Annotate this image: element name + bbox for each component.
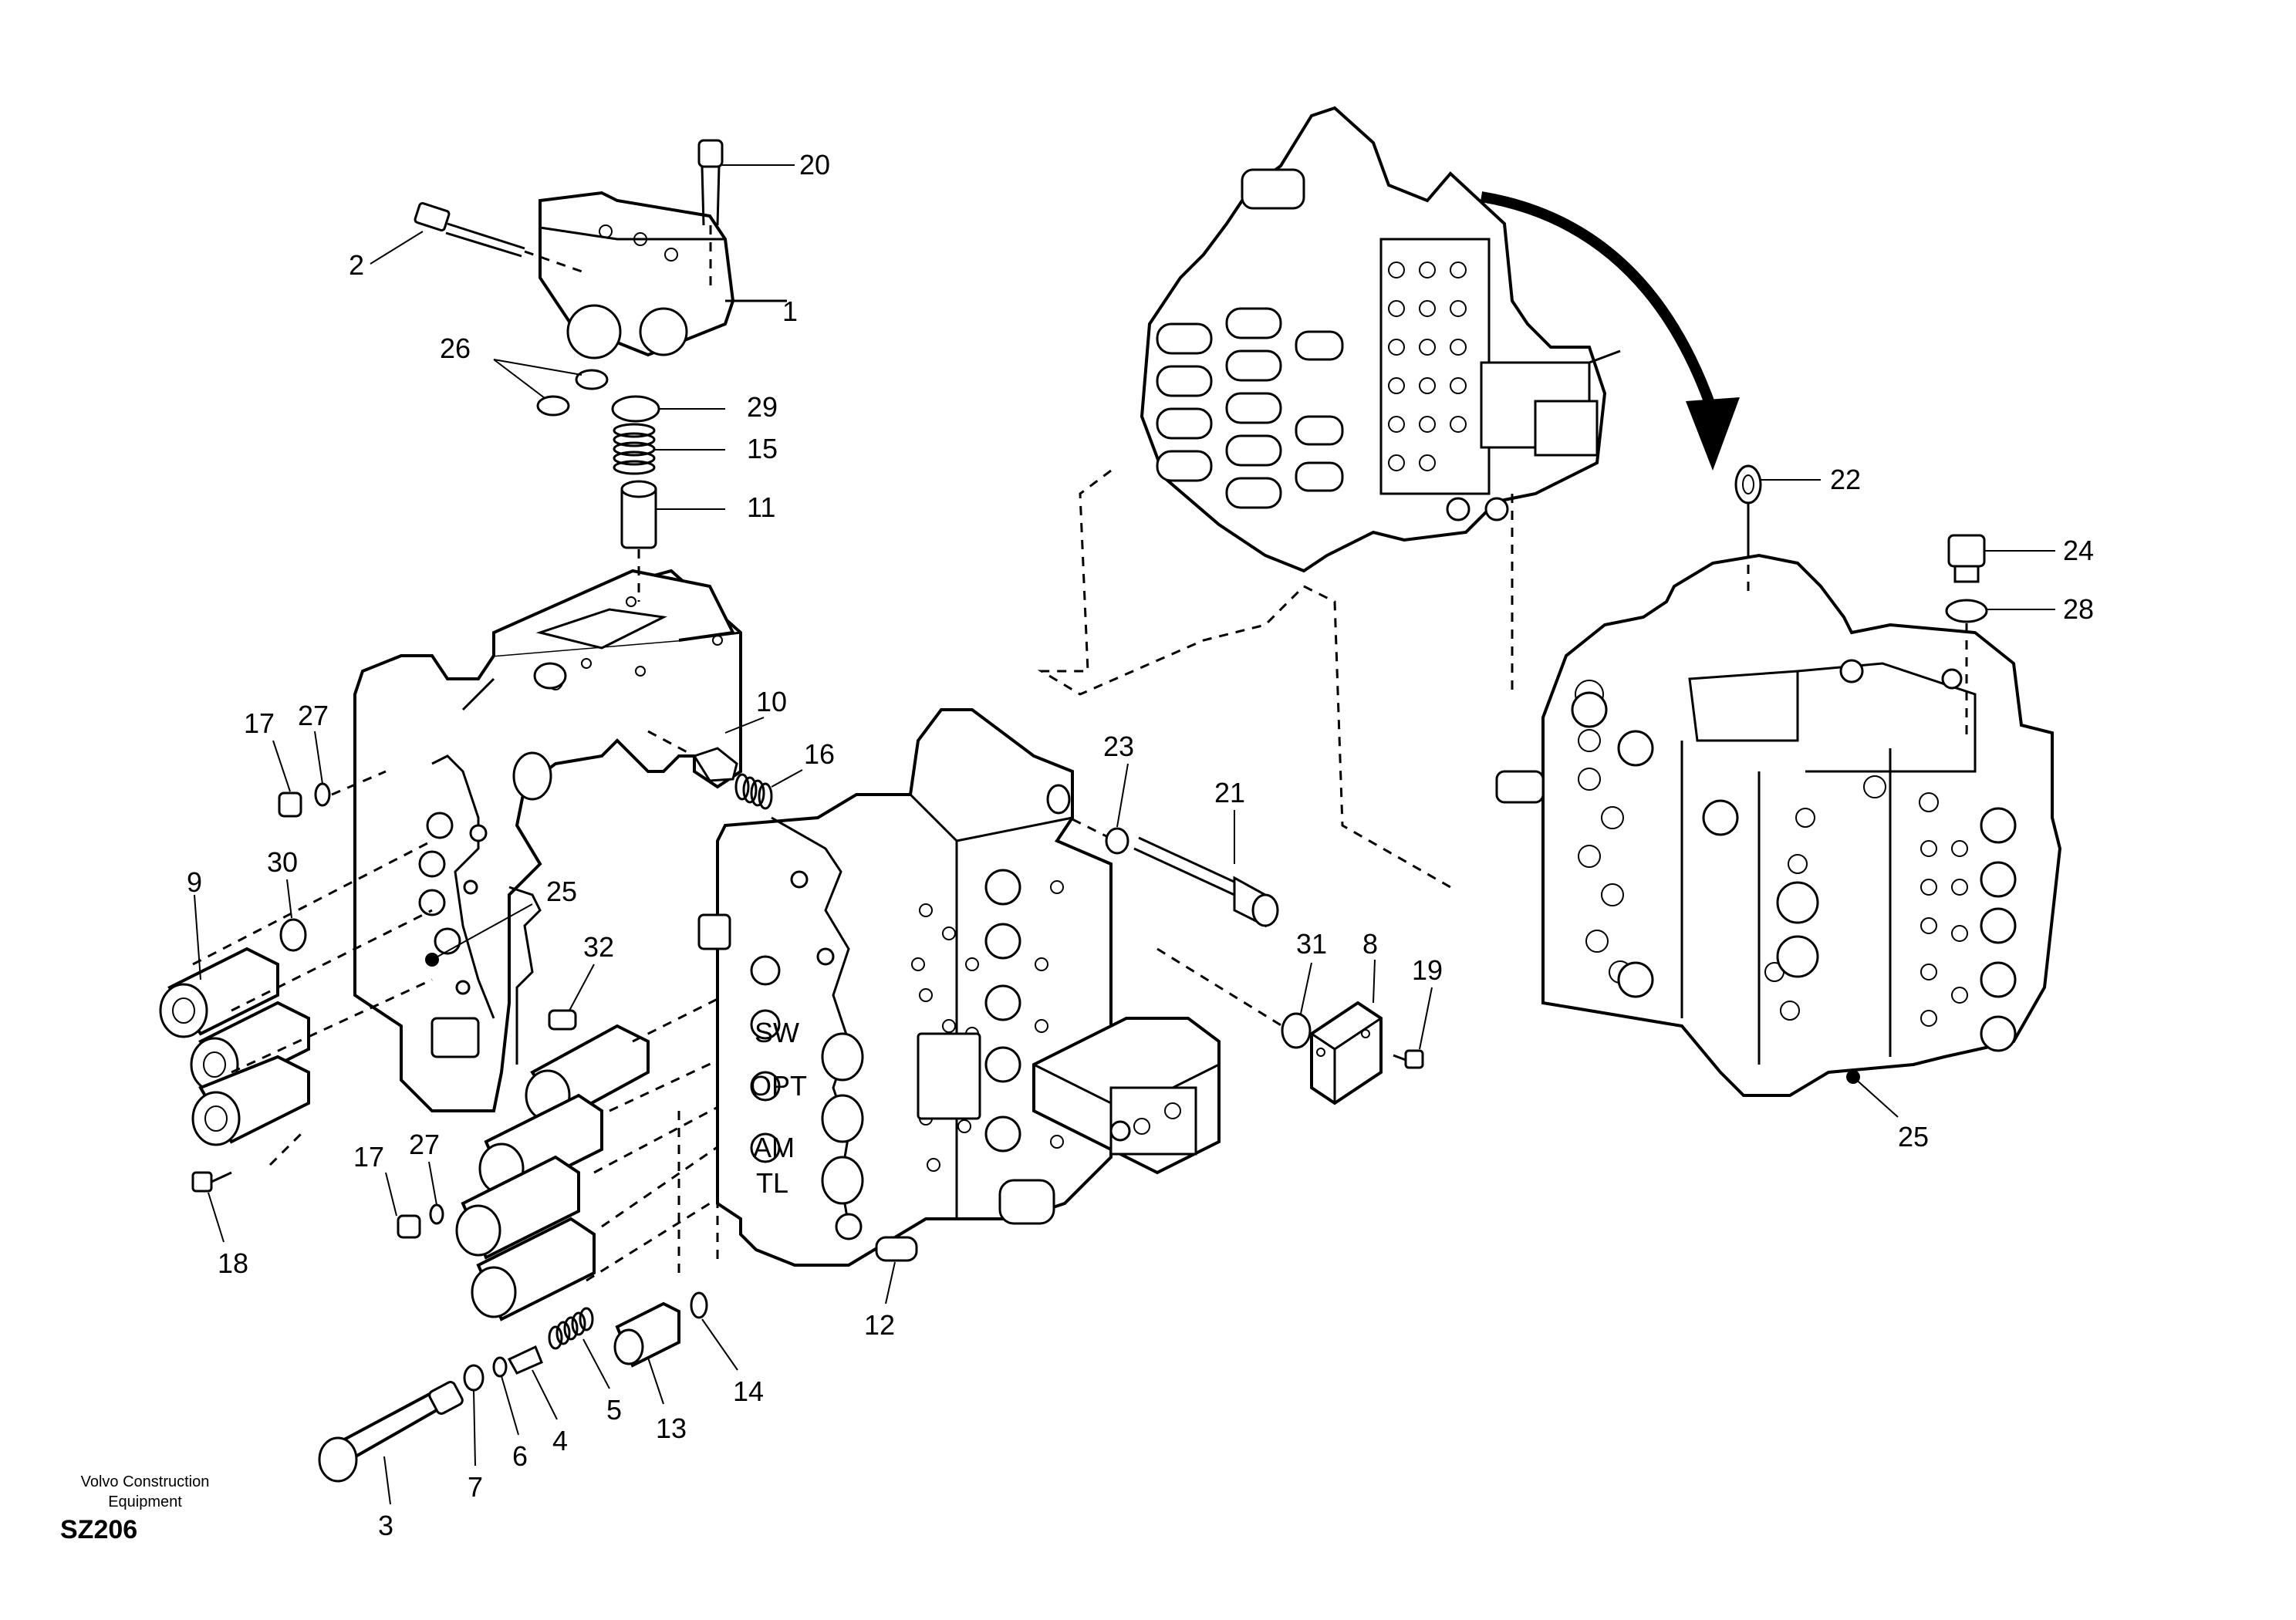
label-part-10: 10	[756, 686, 787, 717]
label-part-11: 11	[747, 491, 775, 523]
part-7-nut	[463, 1364, 485, 1466]
part-28-o-ring	[1945, 599, 2055, 741]
label-part-20: 20	[799, 149, 830, 181]
rotation-arrow-icon	[1480, 191, 1740, 471]
part-4-poppet	[507, 1345, 558, 1420]
valve-body-section-left	[353, 569, 742, 1112]
part-9-spool-caps	[159, 894, 310, 1146]
part-16-spring	[734, 769, 803, 810]
part-32-plug	[548, 964, 595, 1031]
label-part-17-lower: 17	[353, 1141, 384, 1173]
part-29-o-ring	[611, 395, 725, 423]
part-3-adjuster	[318, 1381, 464, 1505]
part-17-plug-lower	[385, 1172, 421, 1239]
label-part-26: 26	[440, 332, 471, 364]
part-24-plug	[1947, 534, 2055, 583]
part-17-plug-upper	[272, 740, 302, 818]
part-8-cover-plate	[1310, 959, 1383, 1105]
label-part-29: 29	[747, 391, 778, 423]
label-part-9: 9	[187, 866, 202, 898]
label-part-14: 14	[733, 1375, 764, 1407]
part-labels: 1 2 3 4 5 6 7 8 9 10 11 12 13 14 15 16 1…	[187, 149, 2094, 1541]
part-27-o-ring-lower	[428, 1161, 444, 1225]
label-part-5: 5	[606, 1394, 622, 1426]
valve-top-plate	[492, 569, 736, 690]
center-spool-caps	[455, 1024, 650, 1321]
label-part-32: 32	[583, 931, 614, 963]
part-5-spring	[548, 1307, 610, 1389]
part-14-o-ring	[690, 1291, 738, 1371]
part-11-spool	[620, 480, 725, 602]
port-mark-am: AM	[753, 1132, 795, 1163]
label-part-25-right: 25	[1898, 1121, 1929, 1153]
assembled-valve-right-view	[1495, 553, 2062, 1118]
part-30-o-ring	[279, 879, 307, 952]
label-part-4: 4	[552, 1425, 568, 1456]
part-26-o-rings	[493, 359, 609, 417]
port-mark-sw: SW	[755, 1017, 799, 1048]
part-18-bolt	[191, 1171, 232, 1243]
label-part-23: 23	[1103, 731, 1134, 762]
label-part-8: 8	[1362, 928, 1378, 960]
valve-body-section-center: SW OPT AM TL	[697, 708, 1113, 1267]
part-2-bolt	[370, 201, 587, 275]
label-part-28: 28	[2063, 593, 2094, 625]
part-6-o-ring	[492, 1356, 519, 1436]
label-part-18: 18	[218, 1247, 248, 1279]
part-13-plug	[613, 1301, 680, 1405]
label-part-27-upper: 27	[298, 700, 329, 731]
label-part-6: 6	[512, 1440, 528, 1472]
label-part-1: 1	[782, 295, 798, 327]
label-part-12: 12	[864, 1309, 895, 1341]
part-10-poppet	[647, 717, 765, 782]
label-part-25-left: 25	[546, 876, 577, 907]
exploded-dashed-lines	[192, 839, 726, 1282]
part-21-bolt	[1133, 810, 1279, 928]
solenoid-block	[1032, 1017, 1221, 1175]
part-31-o-ring	[1156, 947, 1312, 1049]
label-part-17-upper: 17	[244, 707, 275, 739]
label-part-7: 7	[468, 1471, 483, 1503]
label-part-30: 30	[267, 846, 298, 878]
label-part-3: 3	[378, 1510, 393, 1541]
part-27-o-ring-upper	[314, 731, 387, 807]
company-caption: Volvo Construction Equipment	[80, 1473, 210, 1510]
diagram-code: SZ206	[60, 1515, 138, 1544]
label-part-22: 22	[1830, 464, 1861, 495]
part-20-bolt	[697, 139, 795, 293]
label-part-31: 31	[1296, 928, 1327, 960]
part-25-marker-left	[425, 903, 533, 967]
label-part-16: 16	[804, 738, 835, 770]
dashed-reference-lines	[1037, 469, 1514, 889]
part-19-screw	[1393, 987, 1433, 1069]
label-part-15: 15	[747, 433, 778, 464]
part-23-washer	[1072, 763, 1129, 855]
label-part-2: 2	[349, 249, 364, 281]
assembled-valve-top-view	[1140, 106, 1621, 573]
part-22-eyebolt	[1734, 464, 1821, 594]
label-part-21: 21	[1214, 777, 1245, 808]
label-part-24: 24	[2063, 535, 2094, 566]
label-part-13: 13	[656, 1412, 687, 1444]
top-cartridge-stack	[539, 191, 787, 359]
part-15-spring	[613, 423, 725, 475]
port-mark-tl: TL	[756, 1167, 788, 1199]
label-part-27-lower: 27	[409, 1129, 440, 1160]
port-mark-opt: OPT	[750, 1070, 807, 1102]
part-12-plug	[875, 1236, 918, 1304]
label-part-19: 19	[1412, 954, 1443, 986]
